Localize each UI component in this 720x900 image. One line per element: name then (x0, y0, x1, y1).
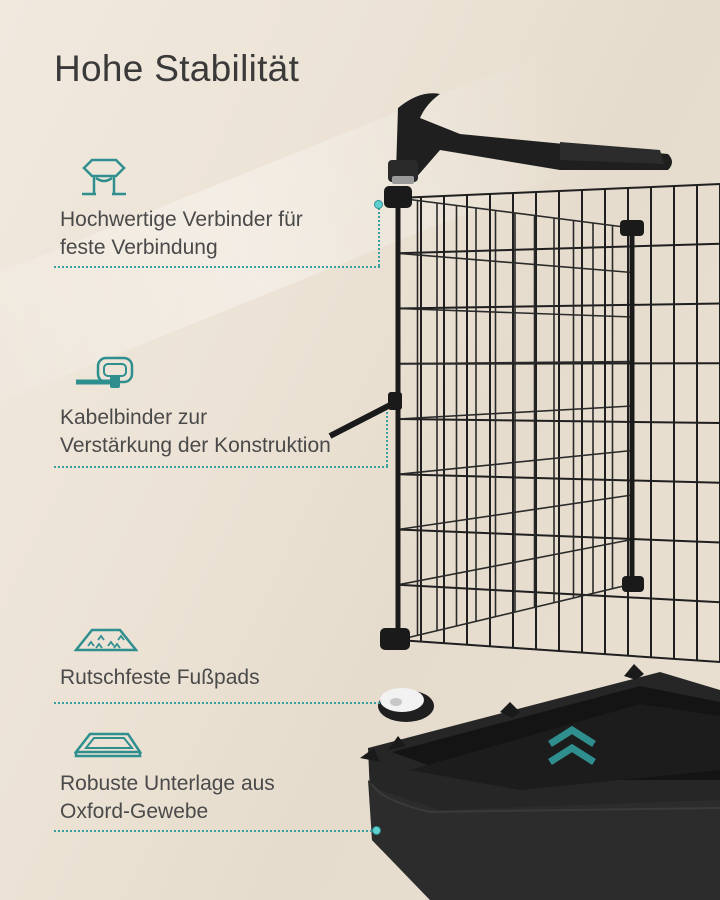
feature-line-1: Robuste Unterlage aus (60, 772, 275, 795)
grid-bar-horizontal (397, 197, 633, 229)
grid-bar-horizontal (397, 183, 720, 199)
grid-bar-horizontal (397, 242, 720, 255)
feature-line-1: Kabelbinder zur (60, 406, 208, 429)
leader-line-foot-pads (54, 702, 380, 704)
grid-bar-horizontal (397, 528, 720, 544)
connectors (380, 186, 644, 650)
marker-dot-base-tray (372, 826, 381, 835)
grid-bar-horizontal (397, 418, 720, 424)
hammer (388, 93, 672, 184)
oxford-base-tray (360, 664, 720, 900)
foot-pad (378, 688, 434, 722)
base-tray-icon (74, 732, 142, 758)
frame-posts (395, 196, 635, 640)
grid-bar-horizontal (397, 307, 633, 318)
feature-line-2: Oxford-Gewebe (60, 800, 209, 823)
cable-tie (328, 392, 402, 439)
grid-bar-horizontal (397, 302, 720, 310)
grid-bar-horizontal (397, 449, 633, 476)
grid-bar-horizontal (397, 639, 720, 663)
grid-bar-horizontal (397, 494, 633, 531)
connector-icon (82, 158, 126, 196)
feature-line-2: feste Verbindung (60, 236, 218, 259)
page-title: Hohe Stabilität (54, 48, 300, 89)
leader-line-connectors (54, 266, 380, 268)
leader-line-connectors-vertical (378, 208, 380, 266)
grid-bar-horizontal (397, 538, 633, 586)
grid-bar-horizontal (397, 583, 720, 604)
feature-line-1: Hochwertige Verbinder für (60, 208, 303, 231)
grid-bar-horizontal (397, 360, 633, 365)
grid-bar-horizontal (397, 583, 633, 641)
grid-panel-front (397, 183, 720, 663)
leader-line-cable-ties-vertical (386, 412, 388, 466)
marker-dot-connectors (374, 200, 383, 209)
cable-tie-icon (76, 356, 134, 388)
grid-bar-horizontal (397, 252, 633, 274)
grid-bar-horizontal (397, 473, 720, 484)
leader-line-cable-ties (54, 466, 388, 468)
foot-pad-icon (74, 628, 138, 652)
grid-bar-horizontal (397, 405, 633, 420)
feature-line-2: Verstärkung der Konstruktion (60, 434, 331, 457)
grid-panel-side (397, 197, 633, 641)
feature-line-1: Rutschfeste Fußpads (60, 666, 260, 689)
leader-line-base-tray (54, 830, 372, 832)
